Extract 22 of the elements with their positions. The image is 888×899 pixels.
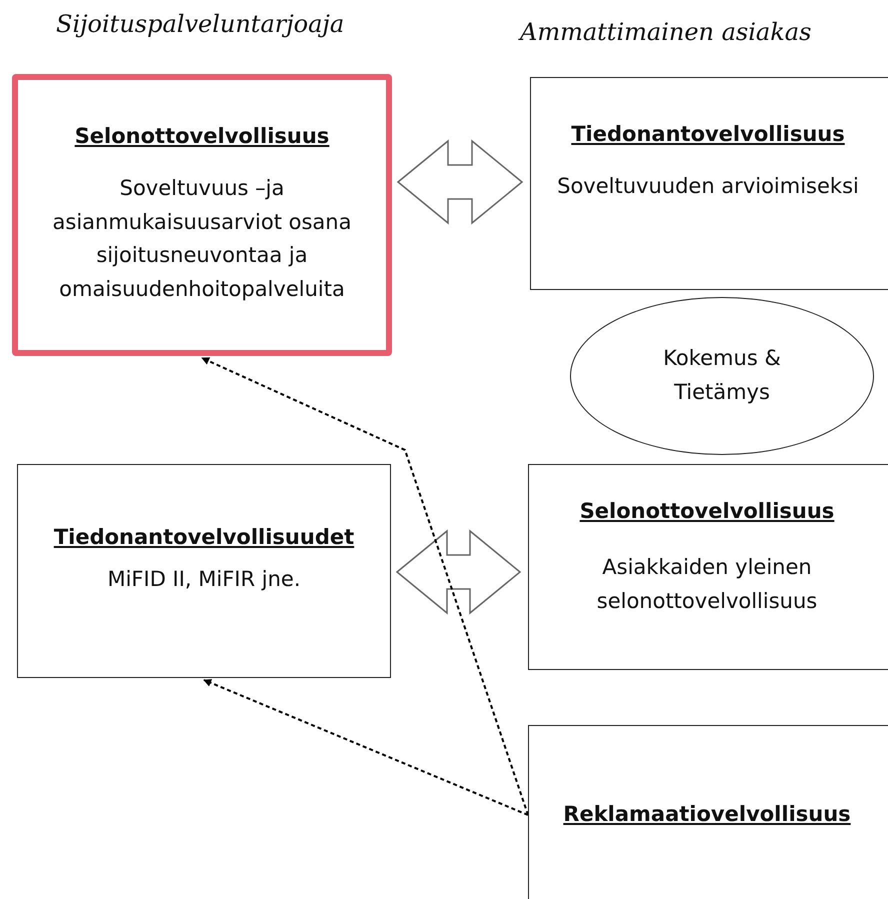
column-heading: Ammattimainen asiakas: [520, 18, 812, 46]
ellipse-node: [570, 297, 874, 455]
column-heading: Sijoituspalveluntarjoaja: [56, 10, 344, 38]
box-node: [12, 74, 392, 356]
double-block-arrow: [396, 529, 522, 615]
body-text: Soveltuvuuden arvioimiseksi: [557, 173, 859, 200]
body-text: Kokemus & Tietämys: [662, 345, 782, 406]
dashed-arrow: [201, 357, 529, 816]
dashed-arrow: [203, 679, 528, 816]
double-block-arrow: [396, 139, 524, 225]
heading-text: Selonottovelvollisuus: [580, 499, 834, 523]
box-node: [528, 725, 888, 899]
body-text: Soveltuvuus –ja asianmukaisuusarviot osana sijoitusneuvontaa ja omaisuudenhoitopalveluita: [52, 175, 352, 303]
body-text: MiFID II, MiFIR jne.: [107, 566, 301, 593]
heading-text: Tiedonantovelvollisuudet: [54, 525, 354, 549]
heading-text: Tiedonantovelvollisuus: [571, 122, 845, 146]
body-text: Asiakkaiden yleinen selonottovelvollisuus: [596, 554, 818, 615]
heading-text: Selonottovelvollisuus: [74, 124, 330, 148]
box-node: [528, 464, 888, 670]
heading-text: Reklamaatiovelvollisuus: [563, 802, 851, 826]
box-node: [530, 77, 888, 290]
box-node: [17, 464, 391, 678]
